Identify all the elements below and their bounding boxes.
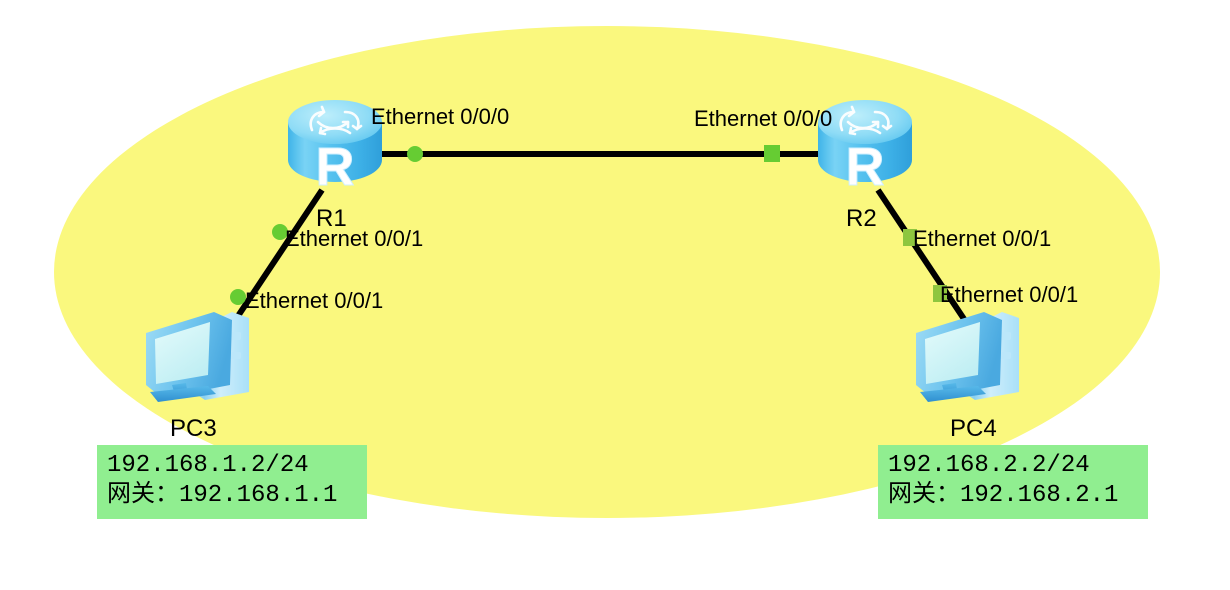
link-connector-dot — [230, 289, 246, 305]
info-box-pc3: 192.168.1.2/24 网关：192.168.1.1 — [97, 445, 367, 519]
info-box-pc4: 192.168.2.2/24 网关：192.168.2.1 — [878, 445, 1148, 519]
pc3-ip-address: 192.168.1.2/24 — [107, 452, 309, 479]
label-host-pc4: PC4 — [950, 415, 997, 442]
link-connector-dot — [272, 224, 288, 240]
link-connector-dot — [903, 229, 917, 246]
label-host-pc3: PC3 — [170, 415, 217, 442]
host-pc4-icon[interactable] — [916, 312, 1019, 402]
label-router-r1: R1 — [316, 205, 347, 232]
label-r1-ethernet-0-0-1: Ethernet 0/0/1 — [285, 226, 424, 251]
host-pc3-icon[interactable] — [146, 312, 249, 402]
link-r2-pc4 — [875, 188, 971, 327]
link-r1-r2 — [375, 145, 825, 162]
link-connector-dot — [764, 145, 780, 162]
pc3-gateway: 网关：192.168.1.1 — [107, 482, 338, 509]
label-pc3-ethernet-0-0-1: Ethernet 0/0/1 — [245, 288, 384, 313]
svg-text:R: R — [316, 137, 355, 197]
router-r1-icon[interactable]: R — [288, 100, 382, 198]
label-pc4-ethernet-0-0-1: Ethernet 0/0/1 — [940, 282, 1079, 307]
label-router-r2: R2 — [846, 205, 877, 232]
link-connector-dot — [933, 285, 947, 302]
svg-text:R: R — [846, 137, 885, 197]
label-r2-ethernet-0-0-1: Ethernet 0/0/1 — [913, 226, 1052, 251]
label-r2-ethernet-0-0-0: Ethernet 0/0/0 — [694, 106, 833, 131]
link-connector-dot — [407, 146, 423, 162]
pc4-ip-address: 192.168.2.2/24 — [888, 452, 1090, 479]
label-r1-ethernet-0-0-0: Ethernet 0/0/0 — [371, 104, 510, 129]
link-r1-pc3 — [229, 188, 325, 327]
pc4-gateway: 网关：192.168.2.1 — [888, 482, 1119, 509]
router-r2-icon[interactable]: R — [818, 100, 912, 198]
